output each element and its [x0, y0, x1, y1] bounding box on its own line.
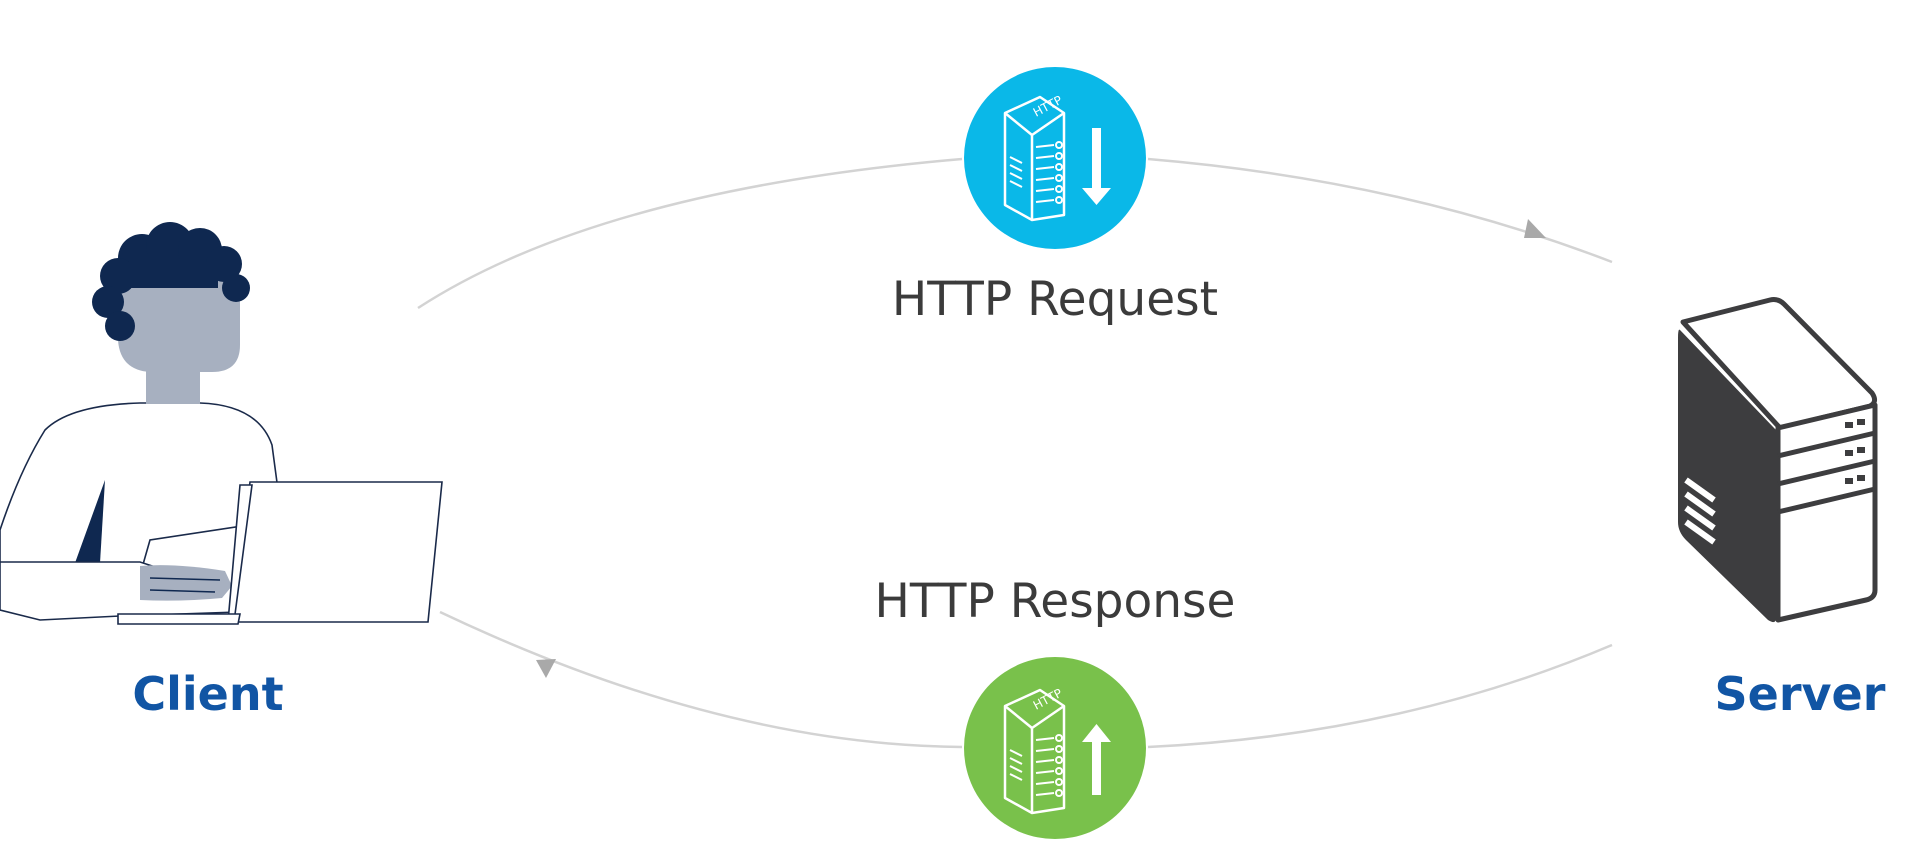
request-flow-line [417, 157, 1613, 310]
person-with-laptop-icon [0, 222, 443, 625]
response-flow-line [439, 610, 1613, 749]
client-label: Client [132, 667, 283, 721]
http-request-icon: HTTP [964, 67, 1146, 249]
server-tower-icon [1678, 297, 1878, 623]
response-arrowhead [536, 659, 556, 678]
http-request-label: HTTP Request [892, 272, 1218, 327]
server-label: Server [1715, 667, 1886, 721]
request-arrowhead [1524, 219, 1546, 238]
http-response-icon: HTTP [964, 657, 1146, 839]
http-response-label: HTTP Response [875, 574, 1236, 629]
